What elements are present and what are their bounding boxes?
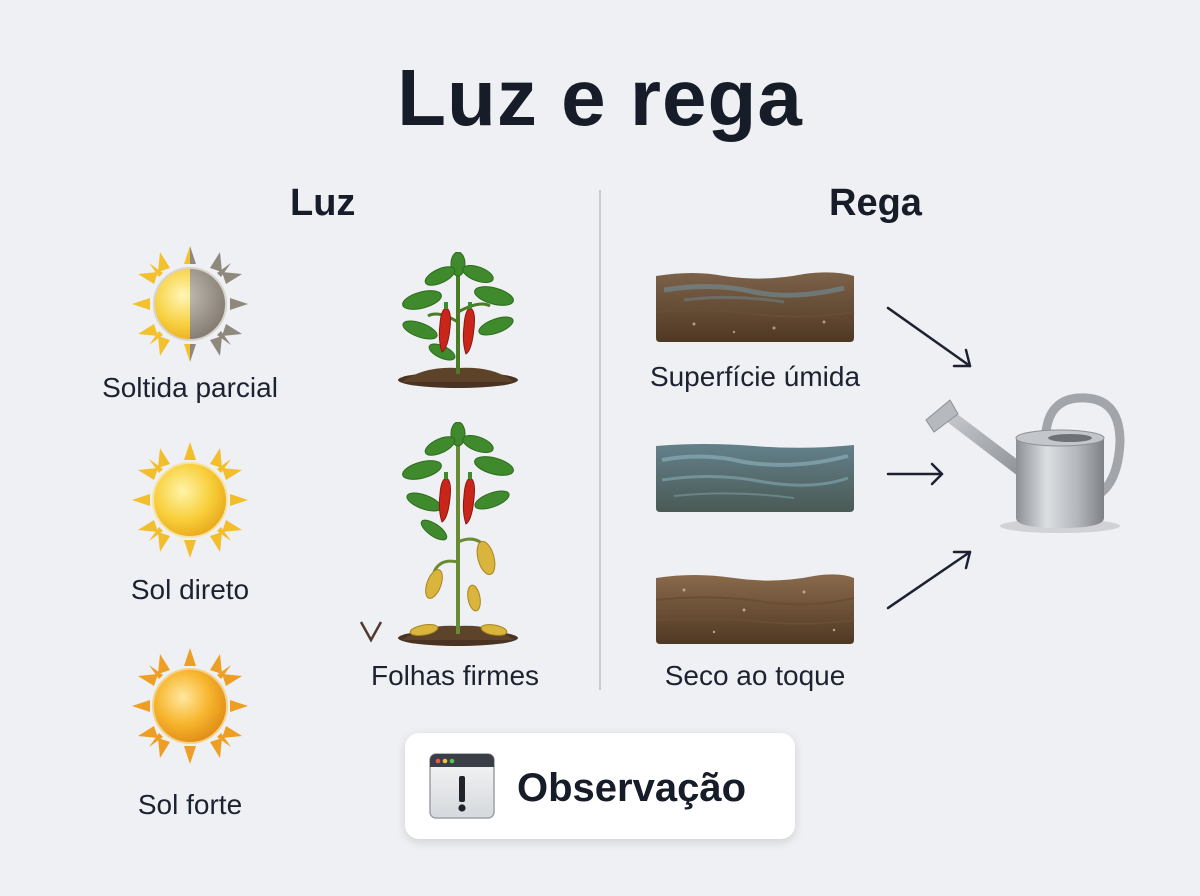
wet-soil-icon <box>656 444 854 512</box>
light-label-strong: Sol forte <box>137 789 243 820</box>
watering-can-icon <box>925 393 1125 533</box>
plant-label: Folhas firmes <box>370 660 540 691</box>
section-divider <box>599 190 601 690</box>
section-heading-rega: Rega <box>829 182 922 224</box>
soil-label-dry: Seco ao toque <box>664 660 846 691</box>
section-heading-luz: Luz <box>290 182 356 224</box>
soil-label-damp: Superfície úmida <box>649 361 861 392</box>
damp-surface-soil-icon <box>655 272 855 342</box>
page-title: Luz e rega <box>397 53 803 142</box>
light-label-direct: Sol direto <box>130 574 250 605</box>
healthy-pepper-plant-icon <box>398 252 518 388</box>
arrows-to-watering-can <box>886 306 972 610</box>
down-arrow-icon <box>359 254 383 643</box>
strong-sun-icon <box>132 648 248 764</box>
observation-label: Observação <box>517 766 747 810</box>
dry-soil-icon <box>655 574 855 644</box>
light-label-partial: Soltida parcial <box>102 372 278 403</box>
half-shade-sun-icon <box>132 246 248 362</box>
warning-window-icon <box>429 753 495 819</box>
stressed-pepper-plant-icon <box>398 422 518 646</box>
sun-icon <box>132 442 248 558</box>
